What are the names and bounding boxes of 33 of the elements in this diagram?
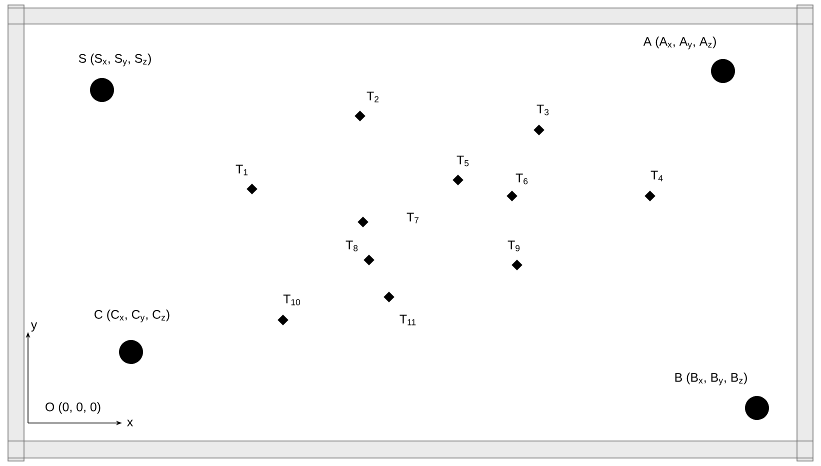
point-label: T$_{10}$ <box>283 294 300 306</box>
point-label: T$_{3}$ <box>536 104 549 116</box>
point-label: B (B$_{x}$, B$_{y}$, B$_{z}$) <box>675 372 747 386</box>
point-label: T$_{11}$ <box>400 314 416 326</box>
point-marker <box>711 59 735 83</box>
point-label: T$_{6}$ <box>516 174 528 184</box>
point-label: T$_{5}$ <box>456 156 469 166</box>
diamond-marker <box>506 190 518 202</box>
axis-label: x <box>127 420 133 426</box>
diamond-marker <box>384 292 394 302</box>
point-label: T$_{2}$ <box>366 92 379 102</box>
point-label: T$_{1}$ <box>236 164 248 176</box>
point-label: S (S$_{x}$, S$_{y}$, S$_{z}$) <box>78 54 151 66</box>
diamond-marker <box>358 216 368 228</box>
point-marker <box>119 340 143 364</box>
diamond-marker <box>278 314 288 326</box>
point-label: T$_{8}$ <box>346 240 358 252</box>
point-label: T$_{4}$ <box>650 170 663 182</box>
diamond-marker <box>644 190 656 202</box>
axis-label: O (0, 0, 0) <box>46 402 100 414</box>
diamond-marker <box>452 174 464 186</box>
axis-label: y <box>30 322 38 332</box>
point-label: T$_{9}$ <box>508 240 520 252</box>
point-label: T$_{7}$ <box>406 212 419 224</box>
diamond-marker <box>354 110 366 122</box>
point-marker <box>745 396 769 420</box>
point-label: C (C$_{x}$, C$_{y}$, C$_{z}$) <box>94 310 170 322</box>
diamond-marker <box>534 124 544 136</box>
diamond-marker <box>364 254 374 266</box>
diamond-marker <box>512 260 522 270</box>
point-label: A (A$_{x}$, A$_{y}$, A$_{z}$) <box>643 36 716 50</box>
point-marker <box>90 78 114 102</box>
diamond-marker <box>246 184 258 194</box>
